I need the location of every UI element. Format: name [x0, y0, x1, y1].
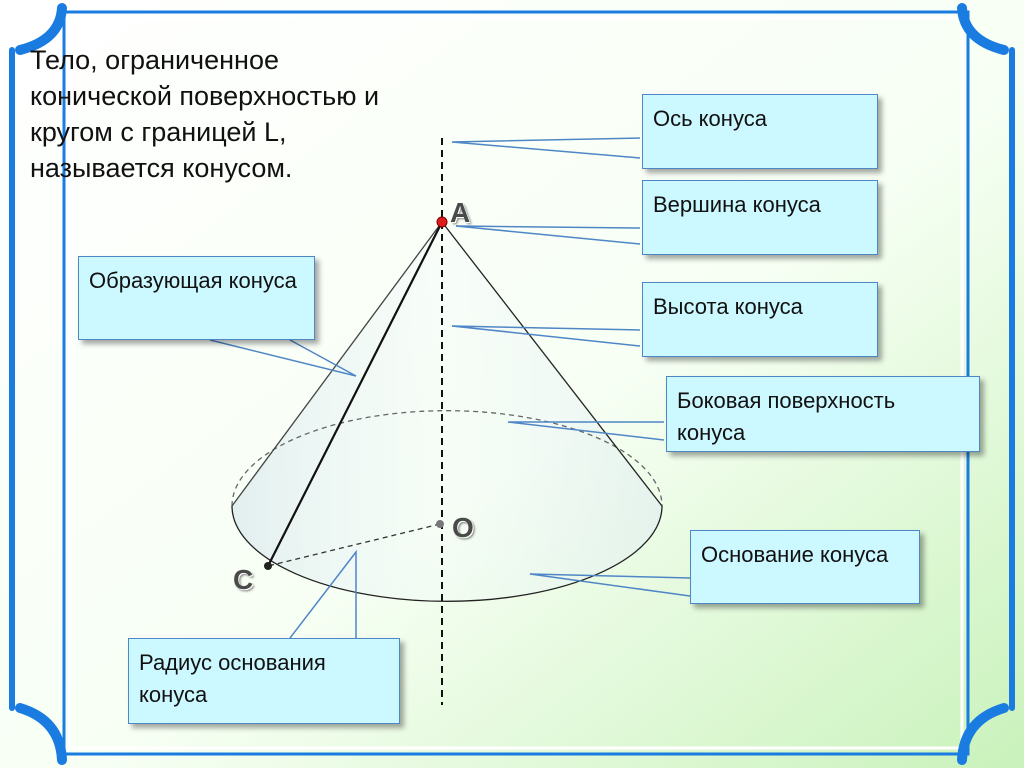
center-point: [436, 520, 444, 528]
center-label: O: [452, 512, 474, 543]
callout-base-radius: Радиус основания конуса: [128, 638, 400, 724]
cone-edge-left: [231, 221, 443, 507]
base-ellipse-front: [231, 505, 663, 602]
decorative-frame: [9, 3, 1015, 765]
apex-point: [436, 216, 448, 228]
apex-label: A: [450, 197, 471, 228]
definition-text: Тело, ограниченное конической поверхност…: [30, 45, 380, 183]
base-ellipse-back: [231, 410, 663, 507]
cone-edge-right: [441, 221, 663, 507]
callout-base: Основание конуса: [690, 530, 920, 604]
lateral-surface: [232, 222, 662, 602]
callout-pointers: [209, 137, 691, 639]
base-point-label: C: [233, 564, 254, 595]
base-point: [264, 562, 272, 570]
callout-height: Высота конуса: [642, 282, 878, 357]
callout-lateral-surface: Боковая поверхность конуса: [666, 376, 980, 452]
callout-generatrix: Образующая конуса: [78, 256, 315, 340]
generatrix-line: [267, 221, 443, 567]
callout-axis: Ось конуса: [642, 94, 878, 169]
radius-line: [267, 523, 441, 567]
callout-apex: Вершина конуса: [642, 180, 878, 255]
